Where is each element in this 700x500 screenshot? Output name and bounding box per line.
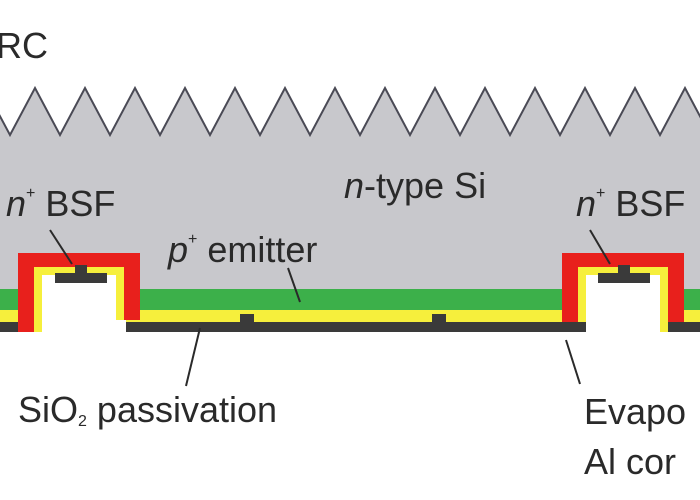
- p-emitter-band: [0, 289, 700, 310]
- n-type-italic: n: [344, 165, 365, 206]
- contact-label-line1: Evapo: [584, 391, 687, 432]
- n-type-rest: -type Si: [364, 165, 487, 206]
- sio2-label: SiO2 passivation: [18, 392, 277, 430]
- emitter-label: p+ emitter: [168, 232, 317, 268]
- emitter-p: p: [168, 229, 189, 270]
- leader-lines: [49, 229, 611, 387]
- n-type-si-label: n-type Si: [344, 168, 486, 204]
- bsf-structure-left: [18, 253, 140, 337]
- bsf-label-right: n+ BSF: [576, 186, 685, 222]
- n-type-silicon-bulk: [0, 88, 700, 300]
- bsf-right-plus: +: [596, 185, 606, 202]
- contact-bump: [240, 314, 254, 324]
- bsf-left-text: BSF: [45, 183, 116, 224]
- contact-bump: [432, 314, 446, 324]
- front-texture-outline: [0, 85, 700, 138]
- bsf-structure-right: [562, 253, 700, 337]
- arc-label: RC: [0, 25, 48, 66]
- bsf-right-text: BSF: [615, 183, 686, 224]
- sio2-layer: [0, 310, 700, 323]
- al-contact-line: [0, 322, 700, 332]
- bsf-label-left: n+ BSF: [6, 186, 115, 222]
- emitter-plus: +: [188, 231, 198, 248]
- sio2-sub: 2: [78, 413, 87, 430]
- emitter-text: emitter: [197, 229, 318, 270]
- bsf-left-n: n: [6, 183, 27, 224]
- sio2-pre: SiO: [18, 389, 79, 430]
- bsf-left-plus: +: [26, 185, 36, 202]
- bsf-right-n: n: [576, 183, 597, 224]
- contact-label-line2: Al cor: [584, 441, 677, 482]
- sio2-rest: passivation: [86, 389, 278, 430]
